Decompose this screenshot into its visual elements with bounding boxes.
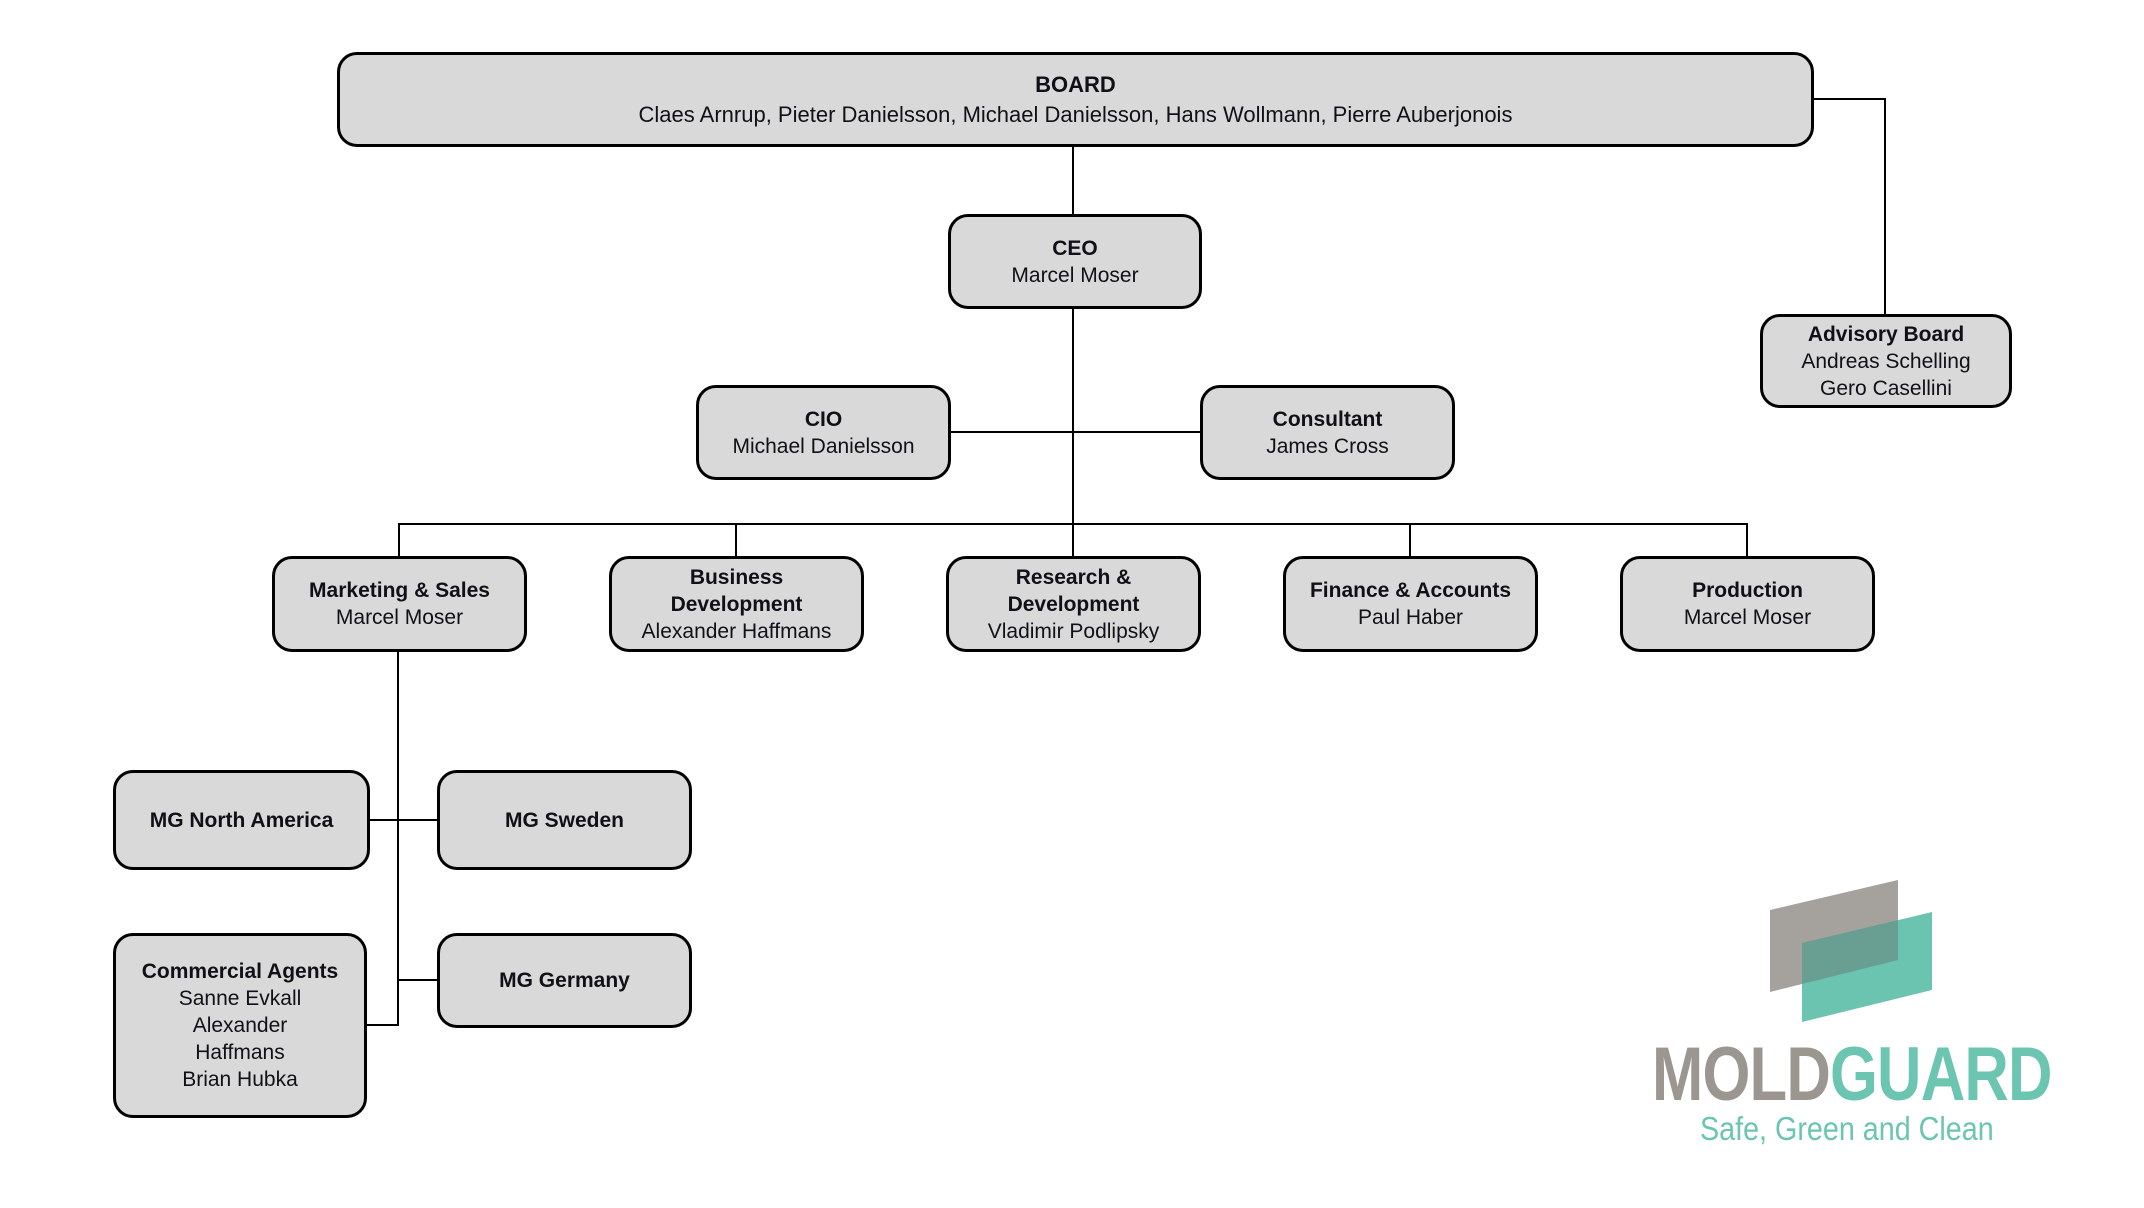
- connector-board-ceo: [1072, 147, 1074, 214]
- connector-commercial-agents: [367, 1024, 399, 1026]
- wordmark-mold: MOLD: [1652, 1032, 1831, 1117]
- org-node-consultant: Consultant James Cross: [1200, 385, 1455, 480]
- org-node-business-development: Business Development Alexander Haffmans: [609, 556, 864, 652]
- org-node-mg-sweden: MG Sweden: [437, 770, 692, 870]
- node-title: Research & Development: [1007, 565, 1140, 616]
- node-subtitle: Paul Haber: [1357, 606, 1464, 629]
- connector-marketing-subtree: [397, 652, 399, 1026]
- connector-drop-production: [1746, 523, 1748, 556]
- node-title: BOARD: [1035, 71, 1116, 97]
- node-subtitle: Marcel Moser: [1011, 263, 1139, 287]
- connector-cio-consultant: [951, 431, 1200, 433]
- connector-drop-marketing: [398, 523, 400, 556]
- org-node-finance-accounts: Finance & Accounts Paul Haber: [1283, 556, 1538, 652]
- node-subtitle: Claes Arnrup, Pieter Danielsson, Michael…: [638, 101, 1513, 127]
- node-title: MG North America: [149, 808, 334, 832]
- org-node-marketing-sales: Marketing & Sales Marcel Moser: [272, 556, 527, 652]
- connector-drop-business-development: [735, 523, 737, 556]
- moldguard-logo-mark-icon: [1770, 880, 1932, 1022]
- node-title: Advisory Board: [1807, 322, 1965, 346]
- node-subtitle: Marcel Moser: [1683, 606, 1812, 629]
- org-node-production: Production Marcel Moser: [1620, 556, 1875, 652]
- connector-mg-north-america-sweden: [370, 819, 437, 821]
- logo-tagline: Safe, Green and Clean: [1700, 1110, 1994, 1147]
- node-subtitle: Michael Danielsson: [732, 434, 915, 458]
- wordmark-guard: GUARD: [1829, 1032, 2052, 1117]
- connector-board-advisory-v: [1884, 98, 1886, 314]
- org-node-cio: CIO Michael Danielsson: [696, 385, 951, 480]
- node-title: Finance & Accounts: [1309, 579, 1512, 602]
- node-subtitle: Sanne Evkall Alexander Haffmans Brian Hu…: [178, 987, 302, 1091]
- node-subtitle: James Cross: [1266, 434, 1389, 458]
- node-title: Production: [1692, 579, 1803, 602]
- node-title: Commercial Agents: [141, 960, 339, 983]
- org-node-board: BOARD Claes Arnrup, Pieter Danielsson, M…: [337, 52, 1814, 147]
- node-title: Business Development: [670, 565, 803, 616]
- node-subtitle: Vladimir Podlipsky: [987, 619, 1160, 643]
- node-subtitle: Alexander Haffmans: [641, 619, 832, 643]
- connector-mg-germany: [397, 979, 437, 981]
- connector-ceo-spine: [1072, 309, 1074, 525]
- org-node-commercial-agents: Commercial Agents Sanne Evkall Alexander…: [113, 933, 367, 1118]
- node-subtitle: Marcel Moser: [335, 606, 464, 629]
- connector-drop-research-development: [1072, 523, 1074, 556]
- org-node-mg-germany: MG Germany: [437, 933, 692, 1028]
- node-title: MG Germany: [499, 969, 630, 992]
- connector-board-advisory-h: [1814, 98, 1886, 100]
- org-node-mg-north-america: MG North America: [113, 770, 370, 870]
- org-node-research-development: Research & Development Vladimir Podlipsk…: [946, 556, 1201, 652]
- org-node-ceo: CEO Marcel Moser: [948, 214, 1202, 309]
- moldguard-wordmark: MOLDGUARD: [1652, 1037, 2052, 1113]
- node-title: CEO: [1052, 236, 1098, 260]
- node-title: CIO: [804, 407, 843, 431]
- node-subtitle: Andreas Schelling Gero Casellini: [1801, 349, 1971, 400]
- org-node-advisory-board: Advisory Board Andreas Schelling Gero Ca…: [1760, 314, 2012, 408]
- node-title: Consultant: [1272, 407, 1383, 431]
- node-title: Marketing & Sales: [309, 579, 490, 602]
- connector-drop-finance: [1409, 523, 1411, 556]
- node-title: MG Sweden: [504, 808, 625, 832]
